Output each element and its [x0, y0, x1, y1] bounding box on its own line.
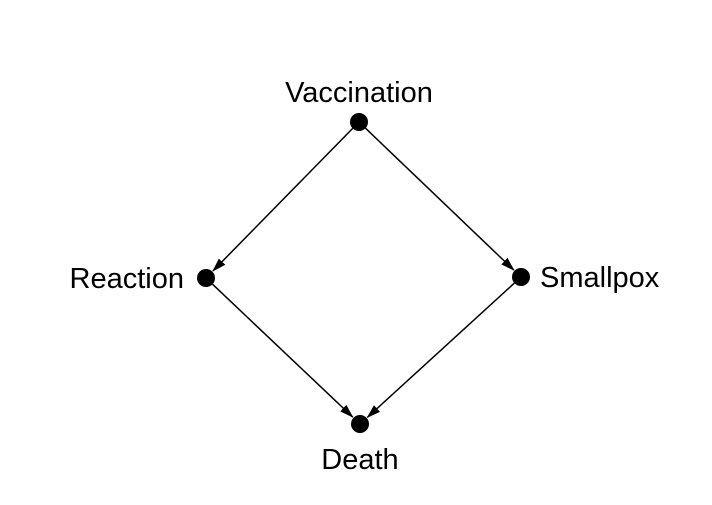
node-label-vaccination: Vaccination — [285, 77, 433, 109]
node-smallpox — [512, 268, 530, 286]
node-label-reaction: Reaction — [70, 263, 184, 295]
edge-vaccination-to-smallpox — [364, 127, 515, 271]
node-death — [351, 415, 369, 433]
node-reaction — [197, 269, 215, 287]
node-label-death: Death — [321, 444, 398, 476]
edge-reaction-to-death — [211, 283, 354, 418]
node-vaccination — [350, 113, 368, 131]
edge-smallpox-to-death — [366, 282, 515, 418]
node-label-smallpox: Smallpox — [540, 262, 660, 294]
edge-vaccination-to-reaction — [212, 127, 354, 272]
